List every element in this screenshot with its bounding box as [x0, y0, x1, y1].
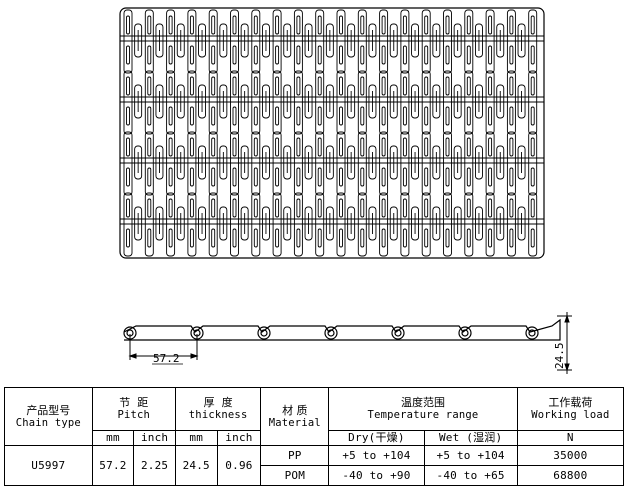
dry-header: Dry(干燥) [328, 430, 425, 446]
model-cell: U5997 [4, 445, 93, 486]
belt-side-view: 57.2 24.5 [123, 312, 572, 374]
thickness-dimension-label: 24.5 [553, 343, 566, 370]
thickness-dimension-line [557, 312, 572, 374]
pitch-mm-cell: 57.2 [91, 445, 135, 486]
material-cell: POM [260, 465, 330, 486]
belt-top-view [119, 7, 545, 259]
pitch-inch-cell: 2.25 [133, 445, 176, 486]
load-cell: 35000 [516, 445, 625, 466]
wet-header: Wet (湿润) [423, 430, 518, 446]
load-unit: N [516, 430, 625, 446]
temperature-header: 温度范围 Temperature range [328, 387, 518, 431]
dry-range-cell: -40 to +90 [328, 465, 425, 486]
belt-links [119, 7, 545, 259]
material-header: 材 质 Material [260, 387, 330, 446]
pitch-dimension-line [128, 334, 199, 360]
load-cell: 68800 [516, 465, 625, 486]
thickness-inch-unit: inch [216, 430, 262, 446]
material-cell: PP [260, 445, 330, 466]
wet-range-cell: +5 to +104 [423, 445, 518, 466]
thickness-inch-cell: 0.96 [216, 445, 262, 486]
wet-range-cell: -40 to +65 [423, 465, 518, 486]
pitch-header: 节 距 Pitch [91, 387, 176, 431]
chain-type-header: 产品型号 Chain type [4, 387, 93, 446]
thickness-header: 厚 度 thickness [174, 387, 262, 431]
pitch-dimension-label: 57.2 [153, 352, 180, 365]
dry-range-cell: +5 to +104 [328, 445, 425, 466]
thickness-mm-unit: mm [174, 430, 218, 446]
working-load-header: 工作载荷 Working load [516, 387, 625, 431]
spec-table: 产品型号 Chain type 节 距 Pitch 厚 度 thickness … [4, 387, 625, 486]
pitch-inch-unit: inch [133, 430, 176, 446]
side-profile [123, 318, 561, 341]
thickness-mm-cell: 24.5 [174, 445, 218, 486]
pitch-mm-unit: mm [91, 430, 135, 446]
